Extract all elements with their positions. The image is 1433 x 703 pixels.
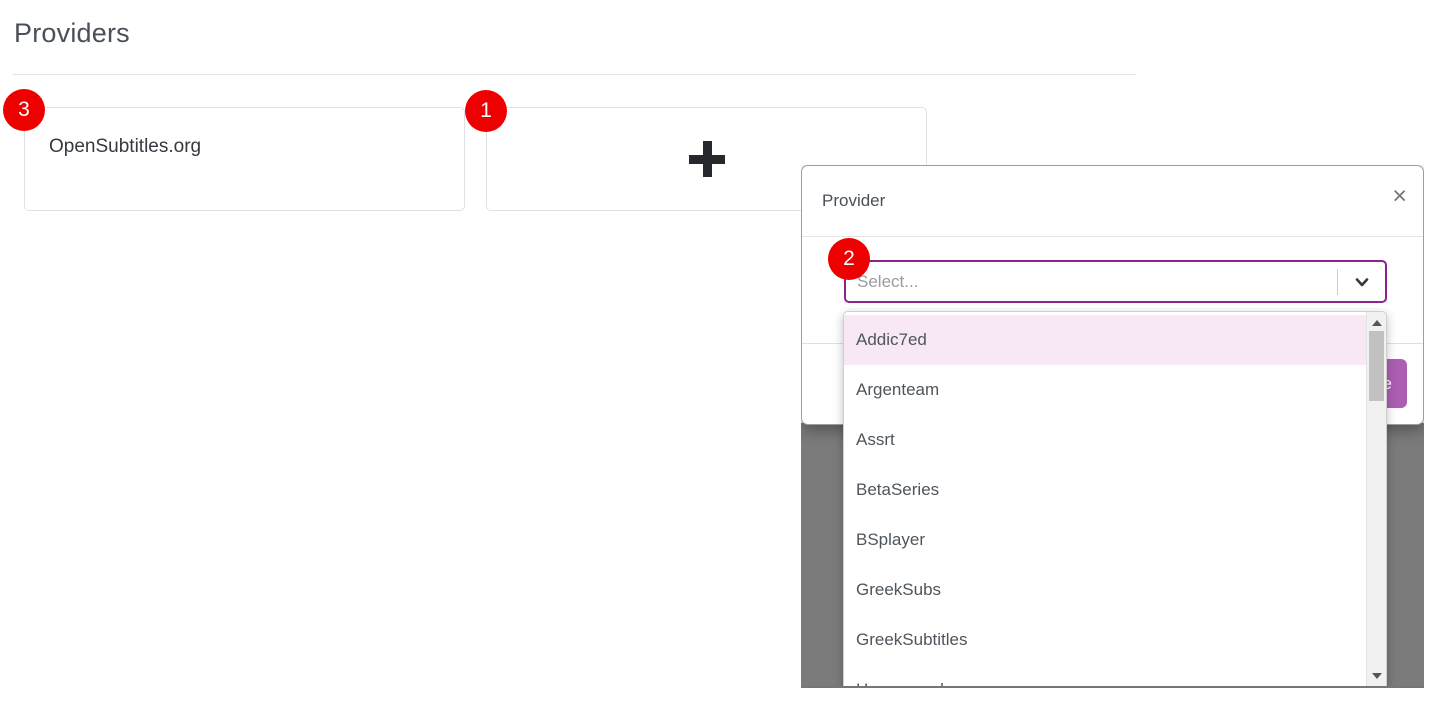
scrollbar-thumb[interactable] [1369,331,1384,401]
provider-option[interactable]: Addic7ed [844,315,1386,365]
provider-option-list: Addic7ed Argenteam Assrt BetaSeries BSpl… [844,312,1386,687]
provider-dropdown-menu: Addic7ed Argenteam Assrt BetaSeries BSpl… [843,311,1387,688]
modal-title: Provider [822,191,886,210]
plus-icon [688,141,725,177]
provider-option[interactable]: Assrt [856,430,895,449]
provider-option[interactable]: BSplayer [856,530,925,549]
annotation-badge-3: 3 [3,89,45,131]
modal-screenshot-region: Provider × Select... Save Addic7ed Argen… [801,165,1424,688]
add-provider-card[interactable] [486,107,927,211]
scroll-down-icon[interactable] [1367,667,1386,685]
provider-option[interactable]: GreekSubtitles [856,630,968,649]
annotation-badge-1: 1 [465,90,507,132]
provider-select[interactable]: Select... [844,260,1387,303]
provider-option[interactable]: BetaSeries [856,480,940,499]
chevron-down-icon [1338,271,1385,293]
page-title: Providers [14,18,130,48]
provider-option[interactable]: Argenteam [856,380,940,399]
modal-header: Provider × [802,166,1423,237]
annotation-badge-2: 2 [828,238,870,280]
scroll-up-icon[interactable] [1367,314,1386,332]
provider-option-partial[interactable]: Hosszupuska [844,665,1386,687]
provider-card-name: OpenSubtitles.org [49,136,202,157]
provider-option[interactable]: GreekSubs [856,580,942,599]
select-placeholder: Select... [857,271,919,291]
section-divider [13,74,1136,75]
close-icon[interactable]: × [1392,182,1407,210]
select-separator [1337,268,1338,295]
provider-card-opensubtitles[interactable]: OpenSubtitles.org [24,107,465,211]
screenshot-cut-edge [801,686,1424,688]
dropdown-scrollbar[interactable] [1366,312,1386,687]
